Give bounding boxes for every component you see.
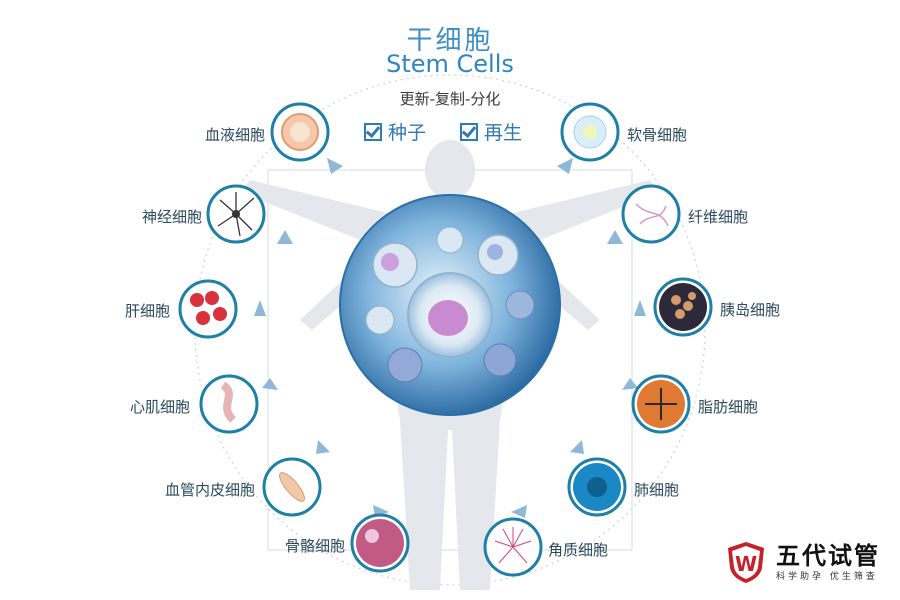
cell-label-bone: 骨骼细胞: [284, 537, 345, 555]
check-item-seed: 种子: [364, 118, 426, 145]
checkbox-icon: [460, 122, 478, 141]
center-cells: [365, 226, 535, 383]
cell-label-fat: 脂肪细胞: [698, 398, 759, 416]
arrows: [254, 158, 646, 518]
checkbox-icon: [364, 122, 382, 141]
subtitle: 更新-复制-分化: [399, 90, 501, 108]
cell-label-neuron: 神经细胞: [141, 208, 202, 226]
cell-label-fibrocyte: 纤维细胞: [688, 208, 749, 226]
brand-name: 五代试管: [776, 541, 880, 570]
cell-label-lung: 肺细胞: [634, 481, 680, 499]
brand-tagline: 科学助孕 优生筛查: [776, 571, 878, 582]
title-chinese: 干细胞: [406, 26, 494, 56]
check-label: 种子: [388, 122, 427, 144]
svg-text:W: W: [735, 552, 757, 576]
cell-label-cardiac: 心肌细胞: [129, 398, 190, 416]
cell-label-endothelial: 血管内皮细胞: [164, 481, 255, 499]
liver-cell-icon: [178, 279, 238, 339]
cell-label-cartilage: 软骨细胞: [627, 126, 688, 144]
orbit-circle: [194, 74, 706, 586]
fibrocyte-icon: [621, 184, 681, 244]
check-item-regenerate: 再生: [460, 118, 522, 145]
check-label: 再生: [484, 122, 523, 144]
cell-label-keratinocyte: 角质细胞: [548, 541, 609, 559]
shield-logo-icon: W: [728, 542, 764, 583]
brand-logo: W 五代试管 科学助孕 优生筛查: [724, 540, 880, 584]
cell-label-liver: 肝细胞: [124, 302, 170, 320]
cell-label-blood: 血液细胞: [204, 126, 265, 144]
cell-label-islet: 胰岛细胞: [720, 301, 781, 319]
title-english: Stem Cells: [386, 50, 514, 78]
